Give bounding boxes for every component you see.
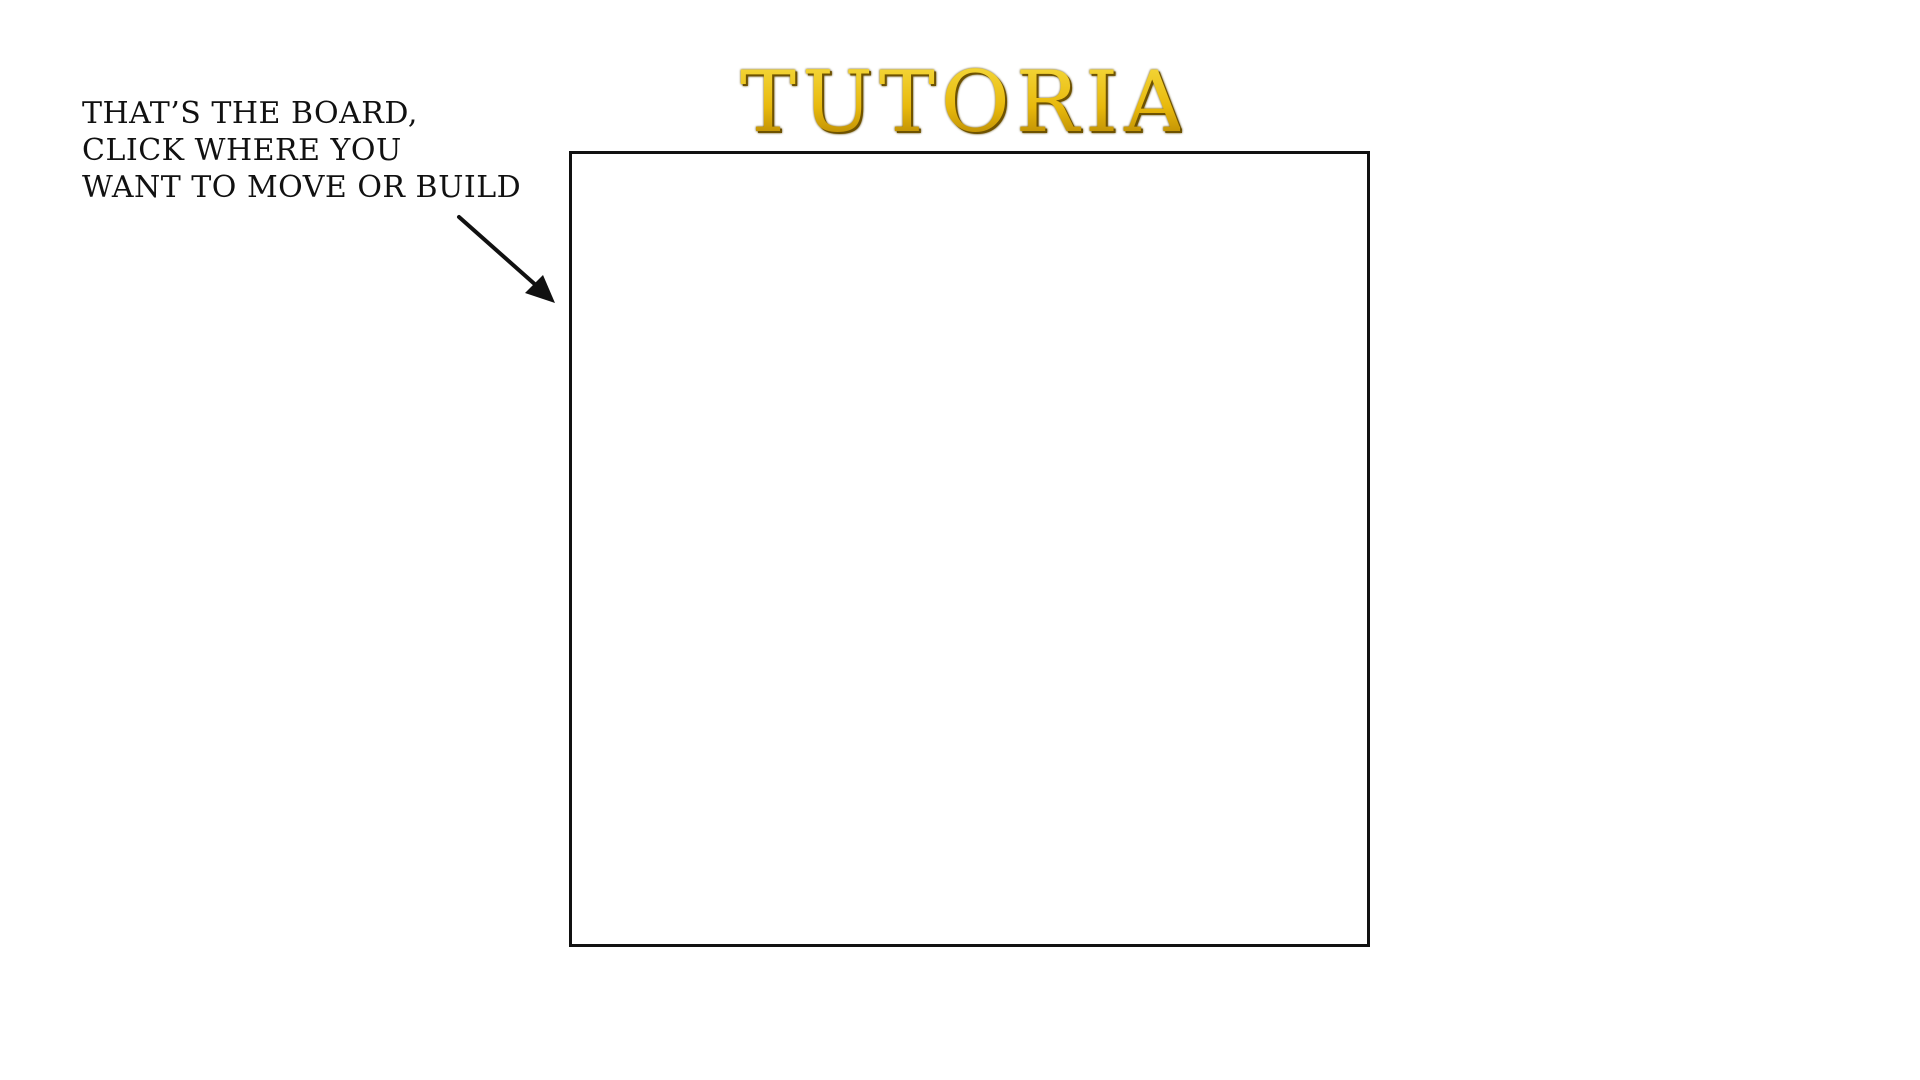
arrow-icon (457, 215, 555, 303)
board-hint-text: That’s the board, click where you want t… (82, 95, 522, 206)
game-board[interactable] (569, 151, 1370, 947)
tutorial-title: TUTORIAL (740, 53, 1253, 151)
hint-line: click where you (82, 133, 402, 168)
hint-line: That’s the board, (82, 96, 418, 131)
hint-line: want to move or build (82, 170, 522, 205)
